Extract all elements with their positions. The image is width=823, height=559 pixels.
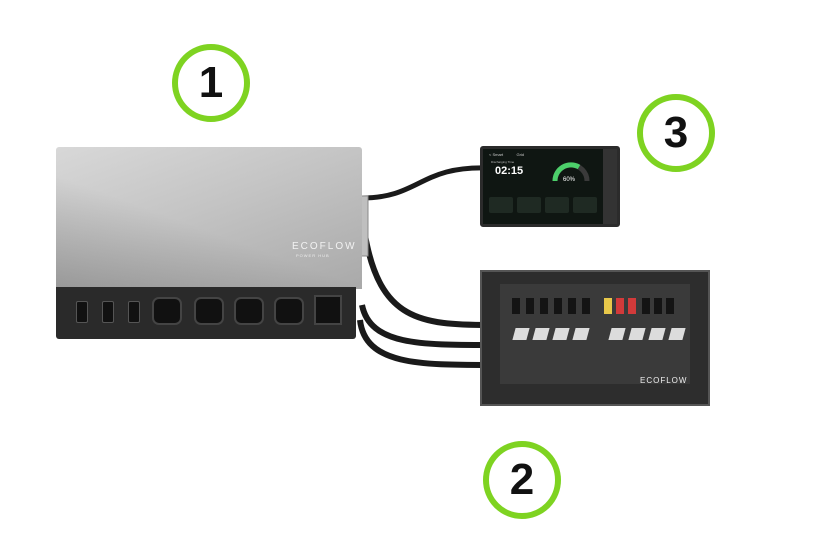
switch — [512, 328, 530, 340]
breaker — [582, 298, 590, 314]
smart-display: < Smart Grid Discharging Time 02:15 60% — [480, 146, 620, 227]
breaker — [568, 298, 576, 314]
switch — [668, 328, 686, 340]
breaker — [642, 298, 650, 314]
hub-logo: ECOFLOW — [292, 241, 357, 252]
hub-sublabel: POWER HUB — [296, 253, 330, 258]
breaker — [540, 298, 548, 314]
display-tile — [489, 197, 513, 213]
display-side-bar — [603, 149, 617, 224]
display-tile — [545, 197, 569, 213]
cable-to-display — [361, 165, 491, 201]
breaker — [526, 298, 534, 314]
cable-to-panel-3 — [357, 319, 491, 368]
cable-to-panel-2 — [359, 304, 491, 348]
display-header: < Smart Grid — [489, 152, 525, 157]
switch — [572, 328, 590, 340]
cable-to-panel-1 — [362, 234, 491, 328]
power-hub: ECOFLOW POWER HUB — [56, 147, 362, 339]
port — [274, 297, 304, 325]
breaker-yellow — [604, 298, 612, 314]
port — [102, 301, 114, 323]
display-tile — [573, 197, 597, 213]
display-tile — [517, 197, 541, 213]
port — [194, 297, 224, 325]
port — [314, 295, 342, 325]
port — [76, 301, 88, 323]
display-percent: 60% — [563, 177, 576, 183]
badge-hub: 1 — [172, 44, 250, 122]
gauge-icon — [552, 162, 590, 182]
breaker — [654, 298, 662, 314]
switch — [648, 328, 666, 340]
display-time: 02:15 — [495, 165, 524, 177]
panel-logo: ECOFLOW — [640, 376, 688, 385]
port — [234, 297, 264, 325]
switch — [552, 328, 570, 340]
badge-display: 3 — [637, 94, 715, 172]
hub-cover — [56, 147, 362, 289]
switch — [608, 328, 626, 340]
breaker-red — [616, 298, 624, 314]
badge-panel: 2 — [483, 441, 561, 519]
switch — [532, 328, 550, 340]
display-charge-label: Discharging Time — [491, 160, 515, 164]
breaker — [666, 298, 674, 314]
port — [152, 297, 182, 325]
panel-inner: ECOFLOW — [500, 284, 690, 385]
switch — [628, 328, 646, 340]
hub-port-panel — [56, 287, 356, 339]
breaker — [512, 298, 520, 314]
port — [128, 301, 140, 323]
breaker-red — [628, 298, 636, 314]
smart-panel: ECOFLOW — [480, 270, 710, 406]
breaker — [554, 298, 562, 314]
